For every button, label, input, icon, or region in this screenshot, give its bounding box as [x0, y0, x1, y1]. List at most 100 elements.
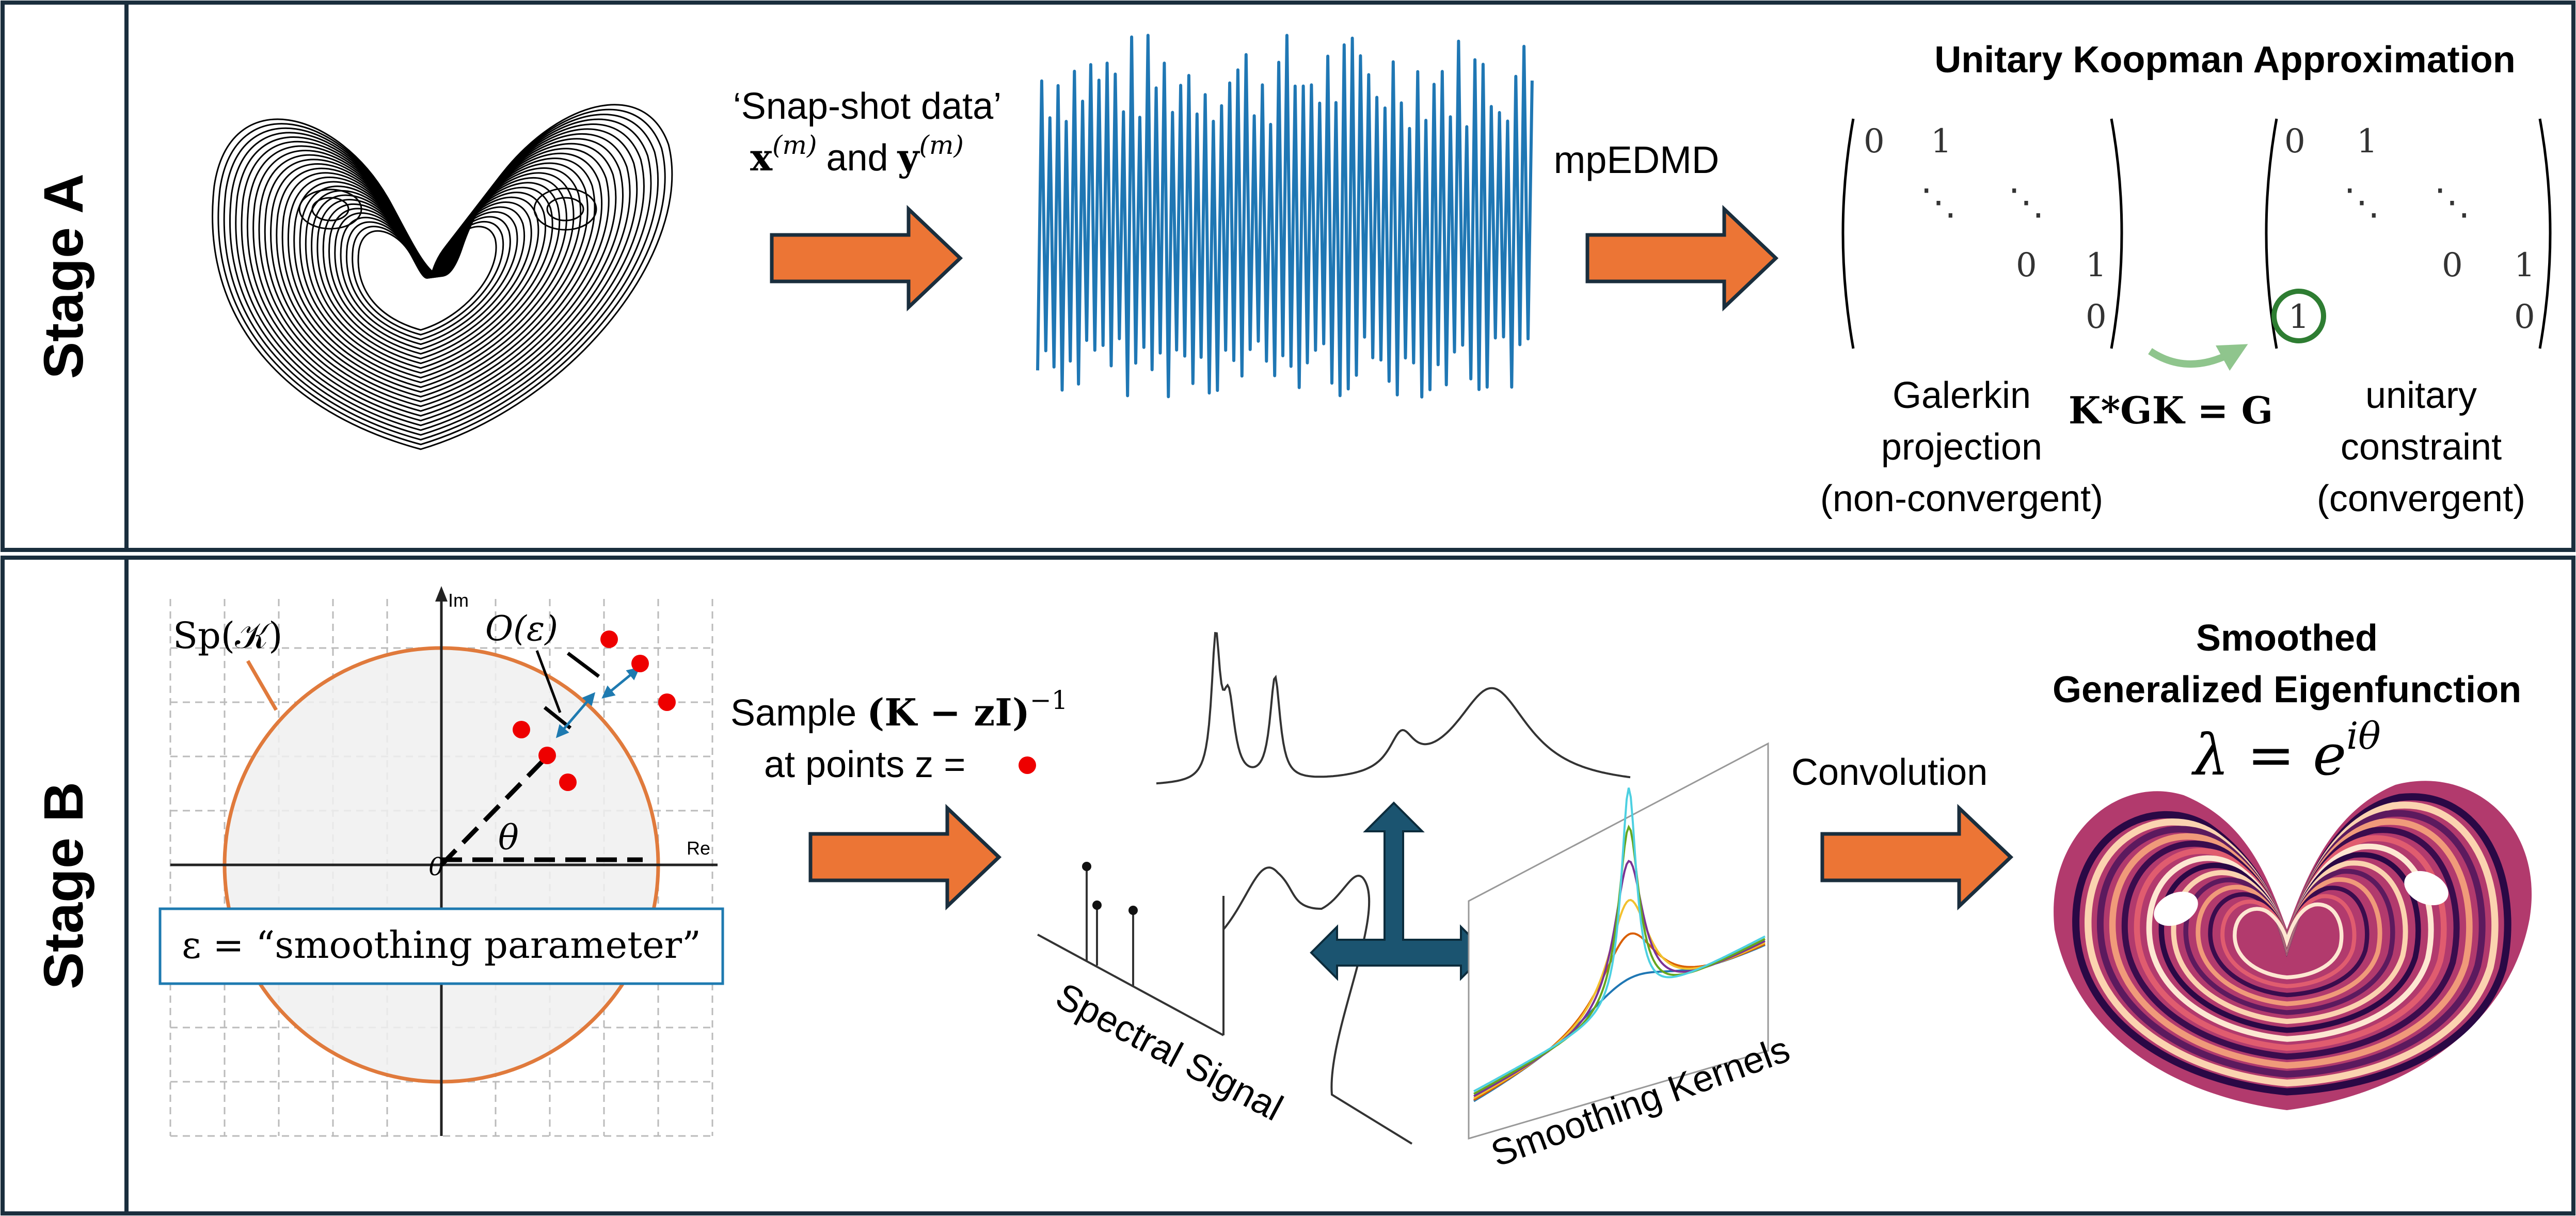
m1-r3c1: 0 — [2016, 246, 2037, 285]
arrow-a1 — [770, 204, 963, 312]
stage-a-frame — [1, 1, 2575, 552]
teal-cross-arrow — [1310, 801, 1488, 981]
arrow-b1 — [808, 803, 1002, 911]
eigenfunction-butterfly — [2054, 781, 2532, 1110]
m1-r1c1: 0 — [1864, 122, 1885, 161]
time-series-signal — [1036, 34, 1534, 399]
matrix-unitary: 0 1 ⋱ ⋱ 0 1 1 0 — [2265, 118, 2552, 349]
order-label: O(ε) — [485, 609, 558, 649]
m2-r2c2: ⋱ — [2434, 181, 2470, 223]
m2-r4c0: 1 — [2288, 298, 2310, 336]
spectrum-label: Sp(𝒦) — [173, 614, 282, 657]
matrix-left-bracket-r — [2110, 118, 2123, 349]
matrix-right-bracket-r — [2538, 118, 2552, 349]
unitary-line-1: unitary — [2365, 375, 2477, 416]
dirac-head-3 — [1128, 906, 1138, 915]
axis-im-label: Im — [448, 590, 469, 611]
resolvent-expr: (K − zI) — [867, 690, 1030, 734]
attractor-eye — [546, 197, 584, 222]
green-curved-arrow — [2148, 344, 2248, 371]
butterfly-band — [2233, 902, 2344, 980]
epsilon-arrow-2 — [601, 667, 640, 699]
attractor-loop — [357, 226, 497, 331]
dirac-head-2 — [1092, 901, 1102, 910]
snapshot-and: and — [826, 137, 888, 179]
sample-resolvent: Sample (K − zI)−1 — [730, 685, 1068, 734]
sample-point — [559, 773, 577, 791]
sample-points — [513, 630, 676, 791]
sample-point — [513, 721, 530, 738]
stage-b-label: Stage B — [32, 782, 94, 989]
sample-word: Sample — [730, 692, 867, 734]
perp-tick-1 — [566, 652, 600, 678]
snapshot-y-sup: (m) — [919, 130, 963, 160]
galerkin-line-1: Galerkin — [1893, 375, 2031, 416]
galerkin-line-2: projection — [1881, 427, 2042, 468]
m1-r2c1: ⋱ — [1920, 181, 1957, 223]
spectrum-pointer — [246, 660, 278, 711]
snapshot-x: x — [750, 135, 773, 179]
imag-axis-arrowhead — [435, 586, 448, 602]
sample-point — [658, 693, 676, 711]
left-eye — [2154, 891, 2198, 926]
matrix-galerkin: 0 1 ⋱ ⋱ 0 1 0 — [1841, 118, 2123, 349]
stage-b-frame — [1, 556, 2575, 1215]
arrow-a2 — [1585, 204, 1779, 312]
snapshot-y: y — [897, 135, 920, 179]
smoothing-parameter-box — [158, 907, 724, 985]
attractor-eye — [311, 197, 349, 222]
smoothed-spectral-curve — [1156, 631, 1631, 785]
m1-r4c1: 0 — [2086, 298, 2107, 336]
butterfly-bands — [2072, 793, 2511, 1096]
angle-ray — [439, 754, 549, 867]
m2-r4c1: 0 — [2514, 298, 2535, 336]
matrix-left-bracket-l — [1841, 118, 1855, 349]
smoothing-parameter-text: ε = “smoothing parameter” — [182, 923, 701, 967]
lambda-base: λ = e — [2191, 722, 2346, 788]
snapshot-x-sup: (m) — [772, 130, 817, 160]
spectral-signal-plot — [1037, 862, 1413, 1145]
result-title-2: Generalized Eigenfunction — [2053, 669, 2521, 710]
sample-point-legend — [1019, 756, 1036, 774]
stage-a-label: Stage A — [32, 173, 94, 379]
galerkin-line-3: (non-convergent) — [1820, 478, 2103, 519]
m1-r2c2: ⋱ — [2008, 181, 2044, 223]
theta-label: θ — [498, 818, 519, 858]
convolution-label: Convolution — [1791, 752, 1987, 793]
m2-r1c1: 0 — [2284, 122, 2305, 161]
sample-point — [600, 630, 618, 648]
spectral-signal-label: Spectral Signal — [1049, 975, 1289, 1129]
resolvent-sup: −1 — [1030, 685, 1068, 715]
unitary-equation: K*GK = G — [2069, 388, 2273, 432]
origin-label: 0 — [428, 852, 444, 881]
snapshot-label: ‘Snap-shot data’ — [733, 86, 1001, 127]
kernel-panel — [1468, 742, 1769, 1140]
dirac-head-1 — [1082, 862, 1091, 871]
attractor-eye — [533, 187, 597, 231]
m2-r3c1: 0 — [2442, 246, 2463, 285]
m1-r1c2: 1 — [1931, 122, 1952, 161]
right-eye — [2404, 871, 2448, 906]
arrow-b2 — [1820, 803, 2014, 911]
m2-r2c1: ⋱ — [2344, 181, 2380, 223]
m2-r3c2: 1 — [2514, 246, 2535, 285]
attractor-loop — [223, 114, 659, 441]
kernel-curves — [1473, 787, 1766, 1102]
lambda-exponent: iθ — [2346, 714, 2380, 757]
sample-point — [631, 655, 649, 672]
unitary-corner-ring — [2271, 289, 2326, 343]
lorenz-attractor-lines — [212, 104, 673, 450]
m1-r3c2: 1 — [2086, 246, 2107, 285]
sample-points-label: at points z = — [764, 744, 965, 785]
attractor-eye — [298, 188, 362, 230]
unitary-koopman-title: Unitary Koopman Approximation — [1934, 39, 2515, 81]
unitary-line-2: constraint — [2341, 427, 2502, 468]
result-title-1: Smoothed — [2196, 618, 2378, 659]
signal-baseline — [1037, 934, 1224, 1036]
epsilon-arrow-1 — [555, 692, 596, 738]
sample-point — [538, 747, 556, 764]
kernel-plot — [1468, 742, 1769, 1140]
axis-re-label: Re — [687, 838, 710, 859]
